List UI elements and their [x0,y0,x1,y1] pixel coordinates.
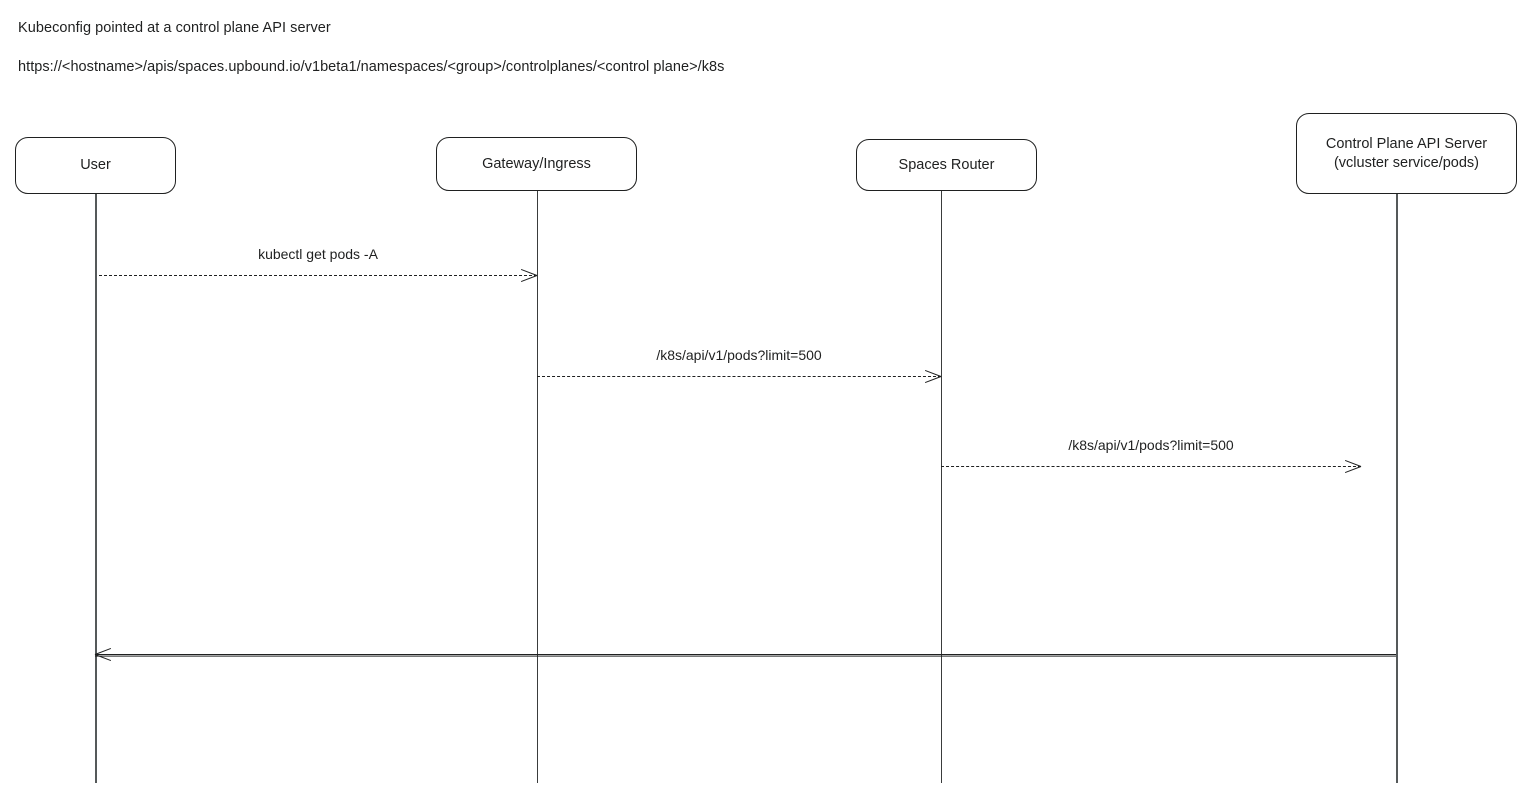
participant-label: User [80,157,111,173]
note-kubeconfig-title: Kubeconfig pointed at a control plane AP… [18,20,331,36]
message-line [941,466,1361,467]
lifeline-user [95,194,97,783]
participant-label: Control Plane API Server (vcluster servi… [1325,135,1488,171]
lifeline-controlplane [1396,194,1398,783]
participant-controlplane[interactable]: Control Plane API Server (vcluster servi… [1296,113,1517,194]
message-label: /k8s/api/v1/pods?limit=500 [656,347,822,363]
note-kubeconfig-url: https://<hostname>/apis/spaces.upbound.i… [18,59,725,75]
participant-label: Spaces Router [898,156,995,173]
participant-user[interactable]: User [15,137,176,194]
message-line [537,376,941,377]
message-label: /k8s/api/v1/pods?limit=500 [1068,437,1234,453]
participant-label: Gateway/Ingress [482,155,591,172]
message-line [95,654,1396,655]
message-line [99,275,537,276]
lifeline-gateway [537,191,538,783]
lifeline-router [941,191,942,783]
participant-router[interactable]: Spaces Router [856,139,1037,191]
participant-gateway[interactable]: Gateway/Ingress [436,137,637,191]
message-label: kubectl get pods -A [258,246,378,262]
